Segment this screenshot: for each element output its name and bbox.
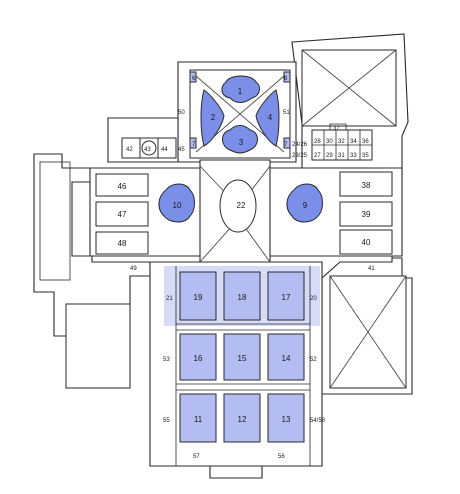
central-crossing bbox=[199, 165, 271, 263]
label-2: 2 bbox=[211, 113, 216, 122]
vault-4 bbox=[255, 89, 280, 147]
label-37: 37 bbox=[333, 126, 340, 132]
label-24-26: 24/26 bbox=[292, 142, 308, 148]
label-20: 20 bbox=[310, 296, 317, 302]
left-hall-rooms bbox=[95, 173, 195, 255]
label-7-right: 7 bbox=[284, 142, 288, 148]
vault-10 bbox=[158, 183, 195, 223]
label-50: 50 bbox=[178, 110, 185, 116]
nave-bays bbox=[175, 266, 311, 466]
label-54-58: 54/58 bbox=[310, 418, 326, 424]
label-36: 36 bbox=[362, 139, 369, 145]
vault-3 bbox=[222, 125, 258, 154]
label-17: 17 bbox=[282, 293, 291, 302]
label-47: 47 bbox=[118, 210, 127, 219]
left-annex-rooms bbox=[39, 161, 131, 389]
label-48: 48 bbox=[118, 239, 127, 248]
label-23-25: 23/25 bbox=[292, 153, 308, 159]
label-49: 49 bbox=[130, 266, 137, 272]
right-hall-rooms bbox=[286, 171, 393, 255]
label-51: 51 bbox=[283, 110, 290, 116]
label-27: 27 bbox=[314, 153, 321, 159]
label-34: 34 bbox=[350, 139, 357, 145]
label-28: 28 bbox=[314, 139, 321, 145]
label-39: 39 bbox=[362, 210, 371, 219]
label-4: 4 bbox=[268, 113, 273, 122]
label-15: 15 bbox=[238, 354, 247, 363]
label-21: 21 bbox=[166, 296, 173, 302]
label-9: 9 bbox=[303, 201, 308, 210]
label-45: 45 bbox=[178, 147, 185, 153]
label-18: 18 bbox=[238, 293, 247, 302]
label-52: 52 bbox=[310, 357, 317, 363]
label-14: 14 bbox=[282, 354, 291, 363]
niche-7-left bbox=[189, 137, 197, 149]
label-6-left: 6 bbox=[192, 76, 196, 82]
label-11: 11 bbox=[194, 415, 203, 424]
label-3: 3 bbox=[239, 138, 244, 147]
small-rooms-42-44 bbox=[121, 137, 177, 159]
label-40: 40 bbox=[362, 238, 371, 247]
label-43: 43 bbox=[144, 147, 151, 153]
label-42: 42 bbox=[126, 147, 133, 153]
label-12: 12 bbox=[238, 415, 247, 424]
label-33: 33 bbox=[350, 153, 357, 159]
label-35: 35 bbox=[362, 153, 369, 159]
label-13: 13 bbox=[282, 415, 291, 424]
room-labels: 1 2 3 4 6 6 7 7 50 51 42 43 44 45 24/26 … bbox=[118, 76, 376, 460]
cells-27-36 bbox=[311, 123, 373, 161]
label-7-left: 7 bbox=[192, 142, 196, 148]
label-57: 57 bbox=[193, 454, 200, 460]
vault-1 bbox=[221, 75, 260, 103]
label-44: 44 bbox=[161, 147, 168, 153]
label-32: 32 bbox=[338, 139, 345, 145]
label-56: 56 bbox=[278, 454, 285, 460]
label-16: 16 bbox=[194, 354, 203, 363]
top-right-court bbox=[301, 49, 397, 127]
label-55: 55 bbox=[163, 418, 170, 424]
label-10: 10 bbox=[173, 201, 182, 210]
lower-right-court bbox=[329, 275, 407, 389]
label-46: 46 bbox=[118, 182, 127, 191]
label-1: 1 bbox=[238, 87, 243, 96]
dome-22 bbox=[219, 179, 257, 233]
label-22: 22 bbox=[237, 201, 246, 210]
label-41: 41 bbox=[368, 266, 375, 272]
label-6-right: 6 bbox=[284, 76, 288, 82]
label-30: 30 bbox=[326, 139, 333, 145]
niche-6-left bbox=[189, 71, 197, 83]
niche-7-right bbox=[283, 137, 291, 149]
vault-2 bbox=[200, 89, 225, 147]
niche-6-right bbox=[283, 71, 291, 83]
vault-9 bbox=[286, 183, 323, 223]
label-29: 29 bbox=[326, 153, 333, 159]
label-38: 38 bbox=[362, 181, 371, 190]
label-19: 19 bbox=[194, 293, 203, 302]
top-vault-room bbox=[189, 69, 291, 159]
label-53: 53 bbox=[163, 357, 170, 363]
label-31: 31 bbox=[338, 153, 345, 159]
